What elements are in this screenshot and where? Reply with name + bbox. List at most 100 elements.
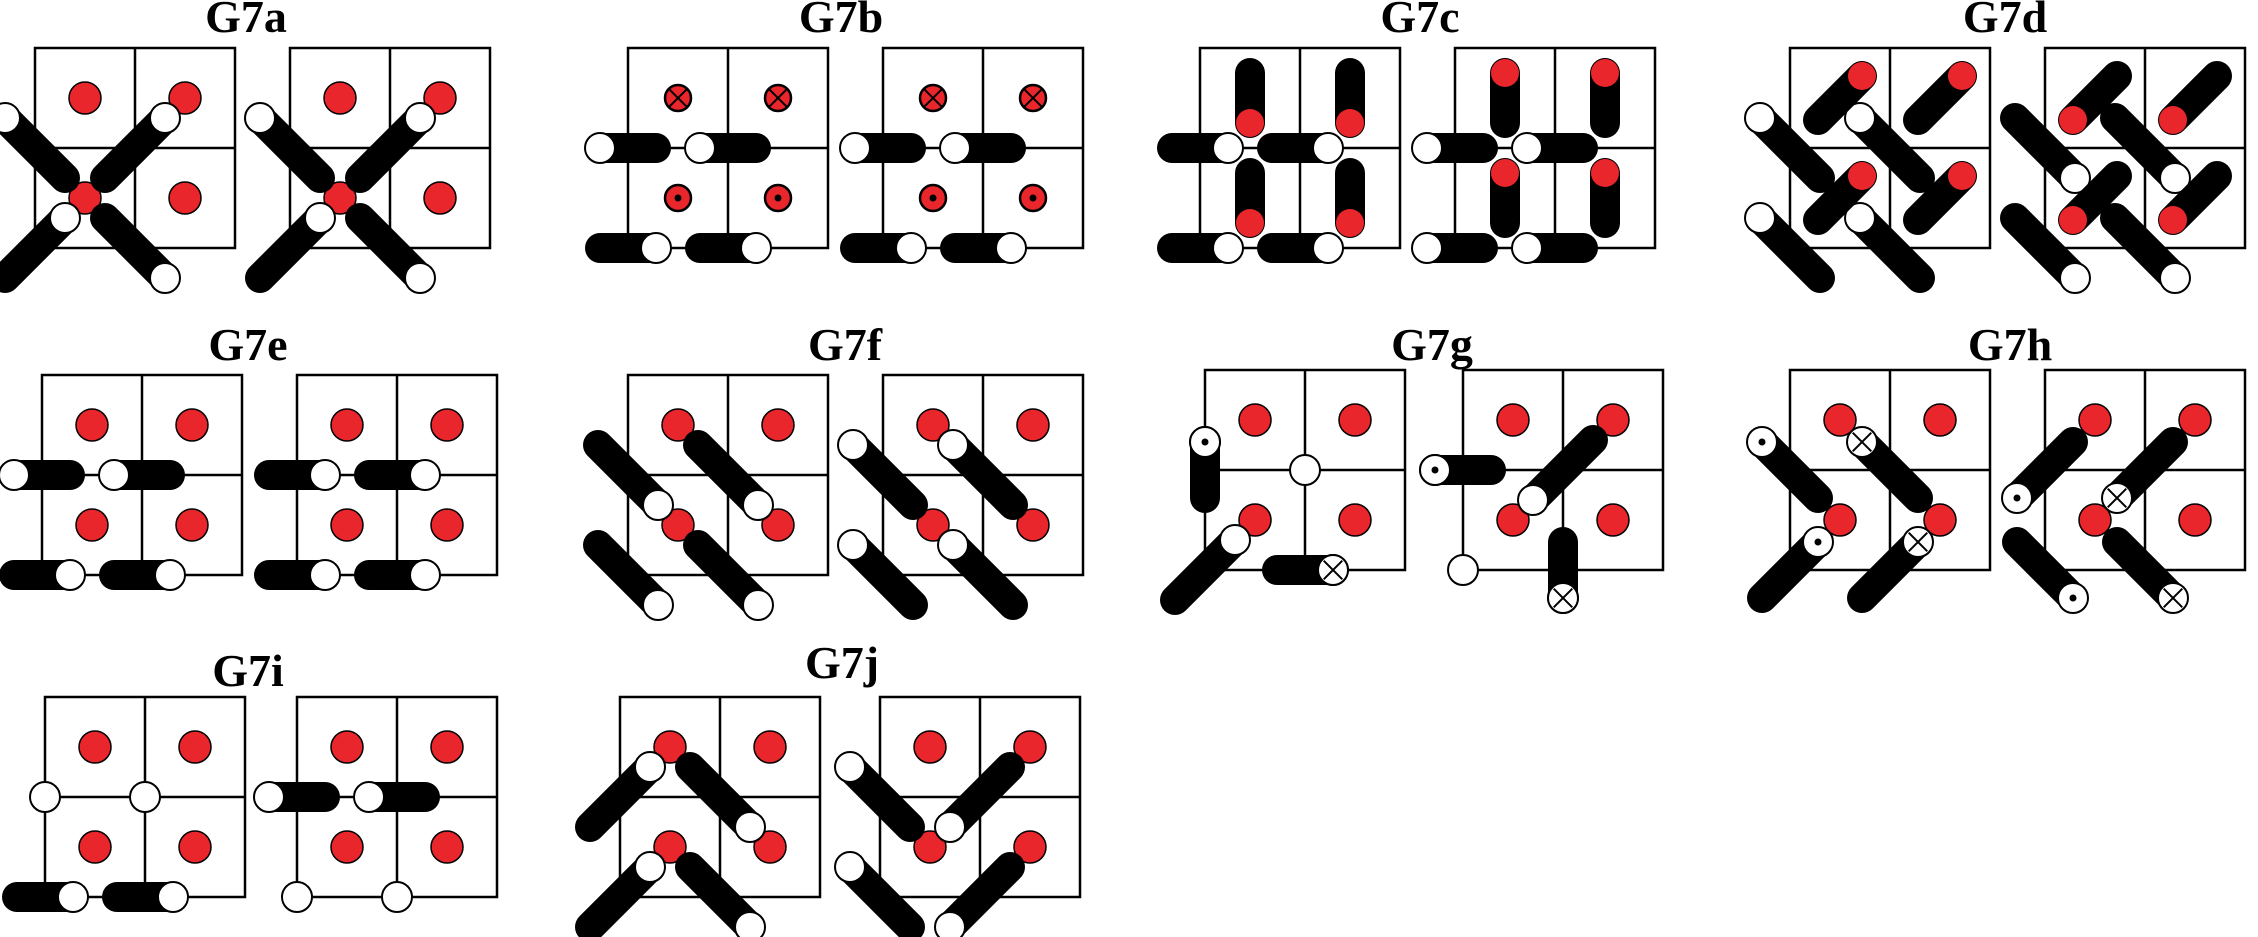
dumbbell-open-end — [734, 911, 766, 937]
dumbbell-dot-mark — [2069, 594, 2077, 602]
dumbbell-open-end — [934, 811, 966, 843]
red-atom — [330, 730, 364, 764]
dumbbell-open-end — [404, 102, 436, 134]
cross-mark — [668, 88, 688, 108]
dumbbell-open-end — [29, 781, 61, 813]
red-atom — [1496, 503, 1530, 537]
dumbbell-open-end — [742, 489, 774, 521]
dumbbell-open-end — [734, 811, 766, 843]
dumbbell-open-end — [934, 911, 966, 937]
red-atom — [68, 81, 102, 115]
panel-title-g7g: G7g — [1391, 319, 1473, 370]
red-atom — [753, 830, 787, 864]
red-atom — [2178, 503, 2212, 537]
red-atom — [1596, 403, 1630, 437]
diagram-g7g-left — [1160, 368, 1407, 615]
dumbbell-open-end — [1511, 232, 1543, 264]
panel-title-g7e: G7e — [208, 319, 287, 370]
red-atom — [1338, 503, 1372, 537]
dumbbell-open-end — [1219, 524, 1251, 556]
dumbbell-open-end — [129, 781, 161, 813]
dumbbell-open-end — [54, 559, 86, 591]
dumbbell-red-end — [1236, 109, 1264, 137]
dumbbell-open-end — [409, 459, 441, 491]
dumbbell-red-end — [2059, 106, 2087, 134]
red-atom — [1923, 403, 1957, 437]
dumbbell-open-end — [2059, 262, 2091, 294]
red-atom — [2078, 403, 2112, 437]
dumbbell-open-end — [684, 132, 716, 164]
red-atom — [1016, 408, 1050, 442]
dumbbell-red-end — [2159, 106, 2187, 134]
dumbbell-open-end — [1411, 132, 1443, 164]
panel-title-g7a: G7a — [205, 0, 287, 42]
red-atom — [430, 508, 464, 542]
cross-mark — [923, 88, 943, 108]
red-atom — [913, 730, 947, 764]
red-atom — [323, 81, 357, 115]
diagram-g7d-left — [1744, 46, 1992, 293]
dumbbell-open-end — [1312, 232, 1344, 264]
red-atom — [330, 508, 364, 542]
dumbbell-open-end — [1212, 232, 1244, 264]
dot-mark — [774, 194, 782, 202]
red-atom — [75, 408, 109, 442]
diagram-g7a-right — [244, 46, 492, 294]
red-atom — [1338, 403, 1372, 437]
dumbbell-cross-mark — [2162, 587, 2184, 609]
dumbbell-open-end — [1411, 232, 1443, 264]
dumbbell-open-end — [157, 881, 189, 913]
panel-title-g7h: G7h — [1968, 319, 2052, 370]
cross-mark — [1023, 88, 1043, 108]
dumbbell-cross-mark — [1907, 531, 1929, 553]
dumbbell-open-end — [584, 132, 616, 164]
diagram-g7a-left — [0, 46, 237, 294]
dumbbell-cross-mark — [2106, 487, 2128, 509]
dumbbell-red-end — [1336, 209, 1364, 237]
dumbbell-open-end — [1511, 132, 1543, 164]
diagram-g7c-right — [1411, 46, 1657, 264]
dumbbell-red-end — [1236, 209, 1264, 237]
dumbbell-open-end — [2159, 162, 2191, 194]
dumbbell-open-end — [742, 589, 774, 621]
red-atom — [1596, 503, 1630, 537]
dumbbell-open-end — [149, 102, 181, 134]
dumbbell-cross-mark — [1322, 559, 1344, 581]
red-atom — [330, 408, 364, 442]
panel-title-g7i: G7i — [212, 645, 284, 696]
red-atom — [1823, 503, 1857, 537]
cross-mark — [768, 88, 788, 108]
diagram-g7e-left — [0, 373, 244, 591]
diagram-g7e-right — [254, 373, 499, 591]
dumbbell-open-end — [1212, 132, 1244, 164]
dumbbell-cross-mark — [1851, 431, 1873, 453]
red-atom — [661, 508, 695, 542]
dumbbell-open-end — [381, 881, 413, 913]
diagram-g7d-right — [2000, 46, 2247, 294]
dumbbell-open-end — [2059, 162, 2091, 194]
dumbbell-dot-mark — [1201, 438, 1209, 446]
dumbbell-open-end — [1844, 202, 1876, 234]
red-atom — [168, 81, 202, 115]
dumbbell-open-end — [895, 232, 927, 264]
red-atom — [178, 730, 212, 764]
dumbbell-open-end — [1744, 102, 1776, 134]
dumbbell-open-end — [1517, 484, 1549, 516]
diagram-g7i-right — [253, 695, 499, 913]
dumbbell-open-end — [309, 559, 341, 591]
red-atom — [430, 408, 464, 442]
dumbbell-open-end — [740, 232, 772, 264]
red-atom — [1016, 508, 1050, 542]
red-atom — [761, 508, 795, 542]
dumbbell-open-end — [1312, 132, 1344, 164]
diagram-g7g-right — [1419, 368, 1665, 614]
red-atom — [1823, 403, 1857, 437]
dot-mark — [929, 194, 937, 202]
red-atom — [2178, 403, 2212, 437]
dumbbell-open-end — [281, 881, 313, 913]
dumbbell-red-end — [1591, 59, 1619, 87]
red-atom — [1013, 830, 1047, 864]
dumbbell-open-end — [404, 262, 436, 294]
red-atom — [430, 730, 464, 764]
